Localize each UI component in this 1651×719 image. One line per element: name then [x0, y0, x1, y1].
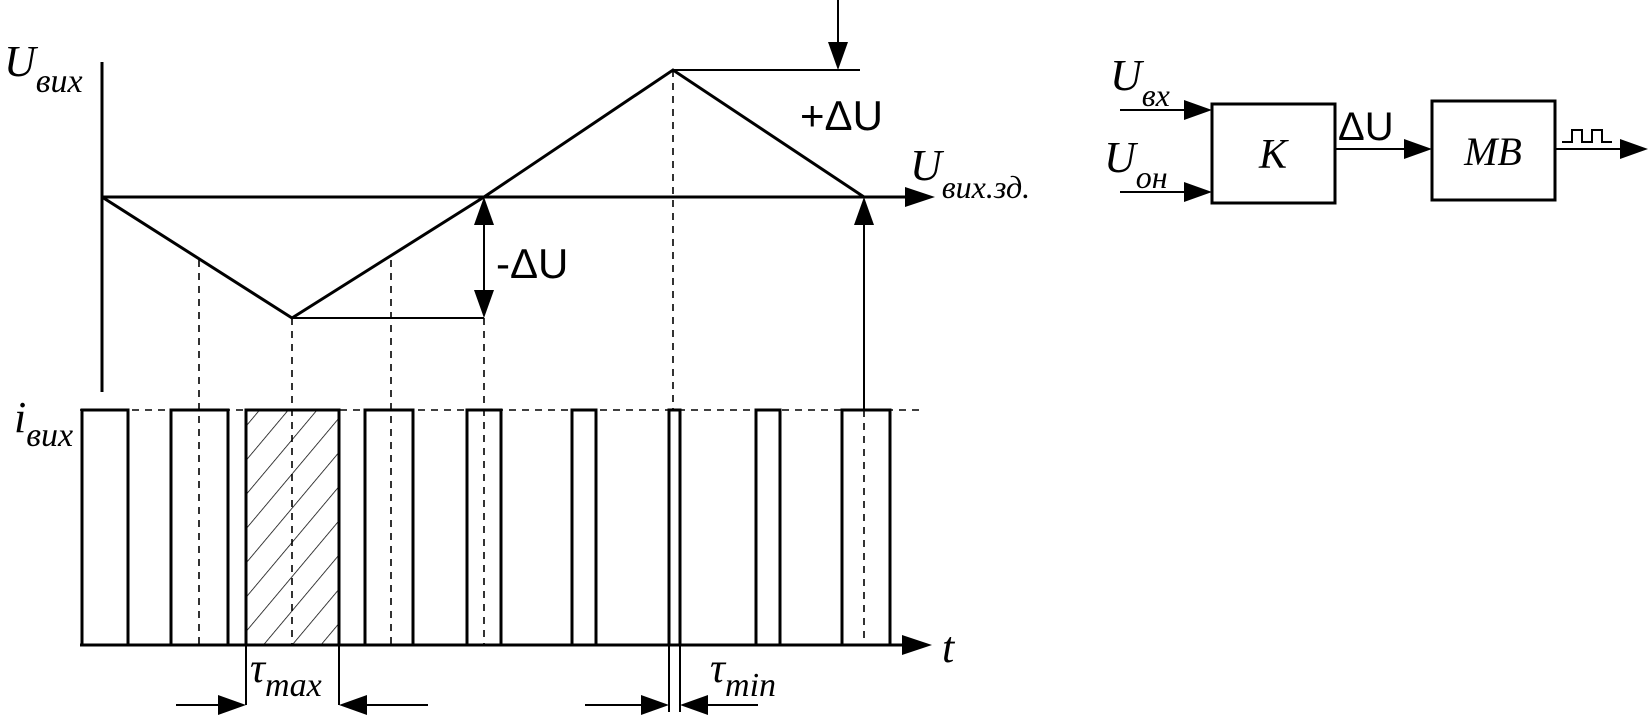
plus-du-marker-arrowhead [828, 42, 848, 70]
tau-max-left-arrowhead [218, 695, 246, 715]
comparator-block [1210, 102, 1337, 205]
pulse-min [667, 408, 682, 647]
timing-diagram: Uвих Uвих.зд. +ΔU -ΔU iвих t τmax τmin [4, 0, 1030, 715]
input-1-arrowhead [1184, 100, 1212, 120]
u-set-label: Uвих.зд. [910, 141, 1030, 205]
pulse [570, 408, 598, 647]
pulse [363, 408, 415, 647]
plus-du-label: +ΔU [800, 92, 883, 139]
end-marker-arrowhead [854, 197, 874, 225]
pulse [80, 408, 130, 647]
tau-max-label: τmax [250, 646, 322, 704]
i-out-label: iвих [14, 393, 73, 454]
u-out-label: Uвих [4, 37, 83, 100]
time-axis-arrowhead [902, 635, 932, 655]
input-2-arrowhead [1184, 182, 1212, 202]
pulse-hatching [246, 410, 339, 645]
minus-du-arrowhead-up [474, 197, 494, 225]
t-axis-label: t [942, 623, 956, 672]
tau-min-left-arrowhead [641, 695, 669, 715]
comparator-label: К [1258, 132, 1289, 178]
minus-du-label: -ΔU [496, 240, 568, 287]
tau-max-right-arrowhead [339, 695, 367, 715]
delta-link-arrowhead [1404, 139, 1432, 159]
block-diagram: К МВ Uвх Uон ΔU [1104, 51, 1648, 205]
pulse-train-icon [1562, 129, 1612, 143]
pulse [840, 408, 892, 647]
u-set-arrowhead [905, 187, 935, 207]
monovibrator-label: МВ [1463, 129, 1522, 174]
pulse [754, 408, 782, 647]
monovibrator-block [1430, 99, 1557, 202]
output-arrowhead [1620, 139, 1648, 159]
input-2-label: Uон [1104, 133, 1168, 195]
tau-min-right-arrowhead [680, 695, 708, 715]
minus-du-arrowhead-down [474, 290, 494, 318]
delta-label: ΔU [1338, 105, 1394, 149]
tau-min-label: τmin [710, 646, 776, 704]
input-1-label: Uвх [1110, 51, 1170, 113]
